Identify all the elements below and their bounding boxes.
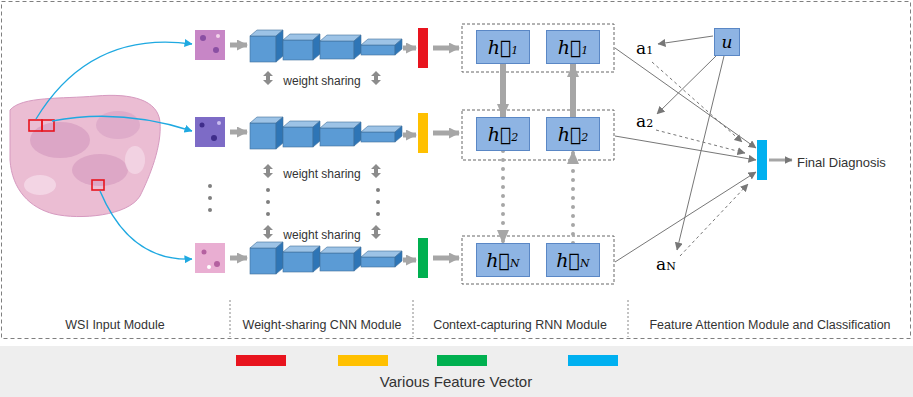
weight-sharing-label: weight sharing xyxy=(283,167,360,181)
weight-sharing-label: weight sharing xyxy=(283,228,360,242)
module-label: Context-capturing RNN Module xyxy=(433,318,607,332)
legend-caption-holder: Various Feature Vector xyxy=(380,373,532,391)
outer-dashed-frame xyxy=(2,2,911,339)
rnn-state-box: h⃗N xyxy=(476,243,530,277)
attention-weight: a1 xyxy=(636,38,653,58)
rnn-frames xyxy=(462,24,614,284)
tissue-patches xyxy=(195,30,225,273)
rnn-flow-arrow xyxy=(571,151,575,243)
box-text: h⃗2 xyxy=(488,123,519,146)
module-separators xyxy=(230,300,628,337)
box-text: u xyxy=(722,33,733,52)
box-text: h⃗1 xyxy=(488,36,519,59)
module-label-holder: Context-capturing RNN Module xyxy=(433,315,607,333)
rnn-state-box: h⃗2 xyxy=(476,117,530,151)
rnn-flow-arrow xyxy=(570,64,576,117)
module-label: WSI Input Module xyxy=(65,318,164,332)
attention-weight: a2 xyxy=(636,111,653,131)
rnn-state-box: h⃖2 xyxy=(546,117,600,151)
weight-sharing-label-holder: weight sharing xyxy=(283,164,360,182)
module-label-holder: Weight-sharing CNN Module xyxy=(243,315,402,333)
legend-band xyxy=(0,346,913,397)
wsi-slide xyxy=(10,95,160,216)
module-label: Weight-sharing CNN Module xyxy=(243,318,402,332)
module-label-holder: WSI Input Module xyxy=(65,315,164,333)
box-text: h⃖N xyxy=(556,249,589,272)
attention-weight-holder: a2 xyxy=(636,111,653,131)
attention-weight-holder: aN xyxy=(656,254,676,274)
output-label: Final Diagnosis xyxy=(797,155,886,170)
cnn-blocks xyxy=(250,30,402,274)
context-vector-box: u xyxy=(714,28,740,56)
output-label-holder: Final Diagnosis xyxy=(797,153,886,171)
box-text: h⃖1 xyxy=(558,36,589,59)
flow-arrows xyxy=(230,45,459,260)
box-text: h⃗N xyxy=(486,249,519,272)
rnn-state-box: h⃖1 xyxy=(546,30,600,64)
module-label-holder: Feature Attention Module and Classificat… xyxy=(649,315,890,333)
weight-sharing-label-holder: weight sharing xyxy=(283,71,360,89)
rnn-state-box: h⃗1 xyxy=(476,30,530,64)
attention-lines xyxy=(615,36,792,262)
box-text: h⃖2 xyxy=(558,123,589,146)
feature-swatches xyxy=(236,355,618,366)
dots xyxy=(208,184,380,216)
weight-sharing-label-holder: weight sharing xyxy=(283,225,360,243)
rnn-flow-arrow xyxy=(501,151,505,243)
attention-weight-holder: a1 xyxy=(636,38,653,58)
rnn-flow-arrow xyxy=(500,64,506,117)
module-label: Feature Attention Module and Classificat… xyxy=(649,318,890,332)
feature-vectors xyxy=(418,28,767,278)
patch-arrows xyxy=(36,42,192,259)
weight-sharing-label: weight sharing xyxy=(283,74,360,88)
weight-sharing-arrows xyxy=(263,71,381,239)
attention-weight: aN xyxy=(656,254,676,274)
legend-caption: Various Feature Vector xyxy=(380,373,532,390)
rnn-state-box: h⃖N xyxy=(546,243,600,277)
